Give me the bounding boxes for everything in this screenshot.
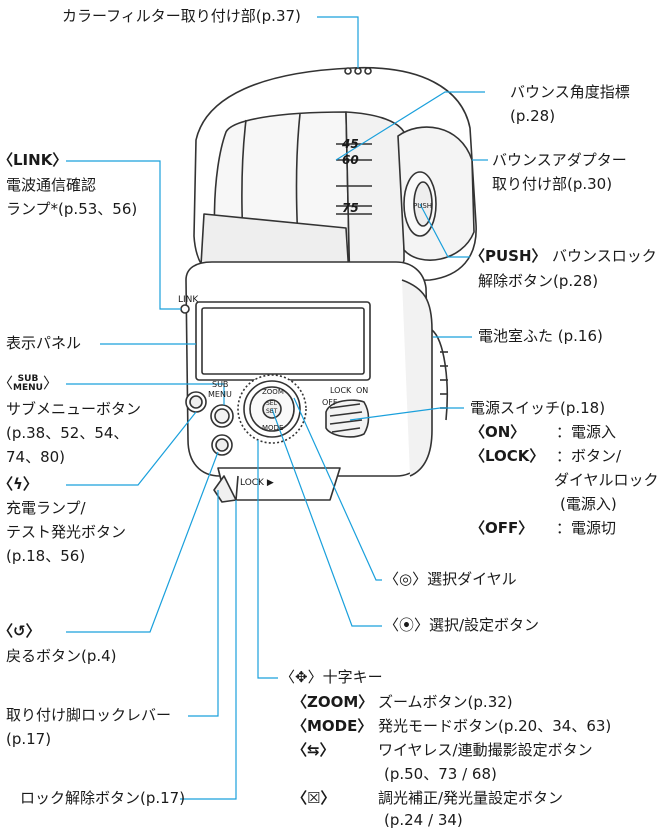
lock-tag: 〈LOCK〉 — [470, 447, 545, 465]
push-mark: PUSH — [413, 202, 433, 210]
zoom-desc: ズームボタン(p.32) — [378, 693, 513, 711]
back-tag: 〈↺〉 — [0, 622, 41, 640]
sub-menu-page-1: (p.38、52、54、 — [6, 424, 129, 442]
lock-desc-1: ：ボタン/ — [556, 447, 622, 465]
bounce-angle-page: (p.28) — [510, 107, 556, 125]
leader-lines — [66, 16, 488, 800]
off-mark: OFF — [322, 398, 338, 407]
charge-desc-1: 充電ランプ/ — [6, 499, 86, 517]
foot-lock-lever — [213, 475, 237, 503]
foot-lever-page: (p.17) — [6, 730, 52, 748]
battery-cover-label: 電池室ふた (p.16) — [478, 327, 603, 345]
power-switch-label: 電源スイッチ(p.18) — [470, 399, 606, 417]
sub-menu-page-2: 74、80) — [6, 448, 66, 466]
angle-mark-75: 75 — [342, 201, 359, 215]
color-filter-label: カラーフィルター取り付け部(p.37) — [62, 7, 301, 25]
sub-menu-tag-sub: SUB — [17, 373, 39, 384]
lock-release-label: ロック解除ボタン(p.17) — [20, 789, 186, 807]
on-mark: ON — [356, 386, 369, 395]
push-page: 解除ボタン(p.28) — [478, 272, 599, 290]
set-button-label: 〈⦿〉選択/設定ボタン — [384, 616, 540, 634]
bounce-adapter-label: バウンスアダプター — [492, 151, 627, 169]
display-panel-label: 表示パネル — [6, 334, 82, 352]
on-desc: ：電源入 — [556, 423, 617, 441]
link-mark: LINK — [178, 295, 199, 305]
mode-mark: MODE — [262, 424, 284, 432]
bounce-adapter-page: 取り付け部(p.30) — [492, 175, 613, 193]
zoom-tag: 〈ZOOM〉 — [292, 693, 374, 711]
foot-lever-label: 取り付け脚ロックレバー — [6, 706, 172, 724]
bounce-angle-label: バウンス角度指標 — [510, 83, 630, 101]
wireless-desc: ワイヤレス/連動撮影設定ボタン — [378, 741, 593, 759]
link-tag: 〈LINK〉 — [0, 151, 68, 169]
mode-desc: 発光モードボタン(p.20、34、63) — [378, 717, 612, 735]
wireless-tag: 〈⇆〉 — [292, 741, 335, 759]
link-page: ランプ*(p.53、56) — [6, 200, 138, 218]
lock-desc-3: (電源入) — [560, 495, 617, 513]
sub-menu-tag-menu: MENU — [13, 382, 43, 393]
off-desc: ：電源切 — [556, 519, 617, 537]
sel-mark: SEL — [266, 400, 277, 407]
dial-label: 〈◎〉選択ダイヤル — [384, 570, 517, 588]
push-desc: バウンスロック — [552, 247, 657, 265]
sub-menu-desc: サブメニューボタン — [6, 400, 142, 418]
angle-mark-45: 45 — [342, 137, 359, 151]
lock-desc-2: ダイヤルロック — [554, 471, 659, 489]
angle-mark-60: 60 — [342, 153, 359, 167]
back-desc: 戻るボタン(p.4) — [6, 647, 117, 665]
fec-tag: 〈☒〉 — [292, 789, 336, 807]
sub-mark: SUB — [212, 380, 229, 389]
foot-lock-mark: LOCK ▶ — [240, 478, 274, 488]
menu-mark: MENU — [208, 390, 232, 399]
mode-tag: 〈MODE〉 — [292, 717, 373, 735]
wireless-page: (p.50、73 / 68) — [384, 765, 497, 783]
cross-key-label: 〈✥〉十字キー — [280, 668, 383, 686]
link-desc: 電波通信確認 — [6, 176, 97, 194]
set-mark: SET — [266, 408, 278, 415]
off-tag: 〈OFF〉 — [470, 519, 534, 537]
charge-desc-2: テスト発光ボタン — [6, 523, 127, 541]
sub-menu-tag-open: 〈 — [0, 374, 13, 392]
fec-desc: 調光補正/発光量設定ボタン — [378, 789, 564, 807]
sub-menu-tag-close: 〉 — [42, 374, 58, 392]
charge-tag: 〈ϟ〉 — [0, 475, 38, 493]
push-tag: 〈PUSH〉 — [470, 247, 547, 265]
on-tag: 〈ON〉 — [470, 423, 526, 441]
lock-mark: LOCK — [330, 386, 352, 395]
fec-page: (p.24 / 34) — [384, 811, 463, 829]
zoom-mark: ZOOM — [262, 388, 284, 396]
charge-page: (p.18、56) — [6, 547, 86, 565]
